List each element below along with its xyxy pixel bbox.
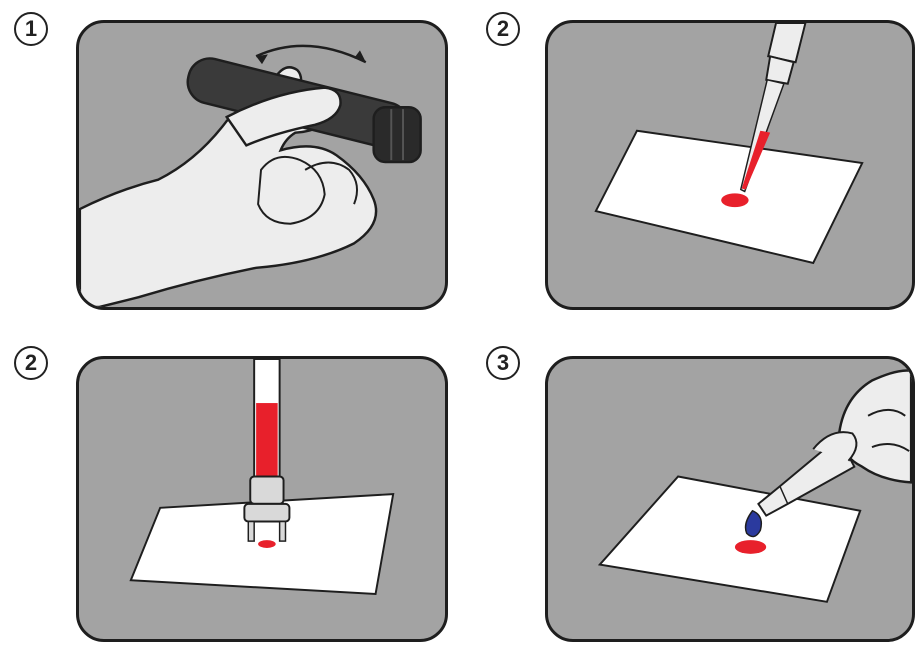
blood-spot [721,193,748,207]
panel-step-2-pipette [545,20,915,310]
blood-spot [258,540,276,548]
rolling-illustration [79,23,445,307]
step-badge-2b: 2 [14,346,48,380]
reagent-illustration [548,359,912,639]
panel-step-3-reagent [545,356,915,642]
panel-step-1-rolling [76,20,448,310]
blood-spot [735,540,766,554]
step-badge-2a: 2 [486,12,520,46]
filter-paper [600,476,860,601]
pipette-illustration [548,23,912,307]
rotation-arrow-icon [256,46,366,64]
step-badge-3: 3 [486,346,520,380]
panel-step-2-capillary [76,356,448,642]
capillary-illustration [79,359,445,639]
capillary-tube-icon [244,359,289,541]
step-badge-1: 1 [14,12,48,46]
